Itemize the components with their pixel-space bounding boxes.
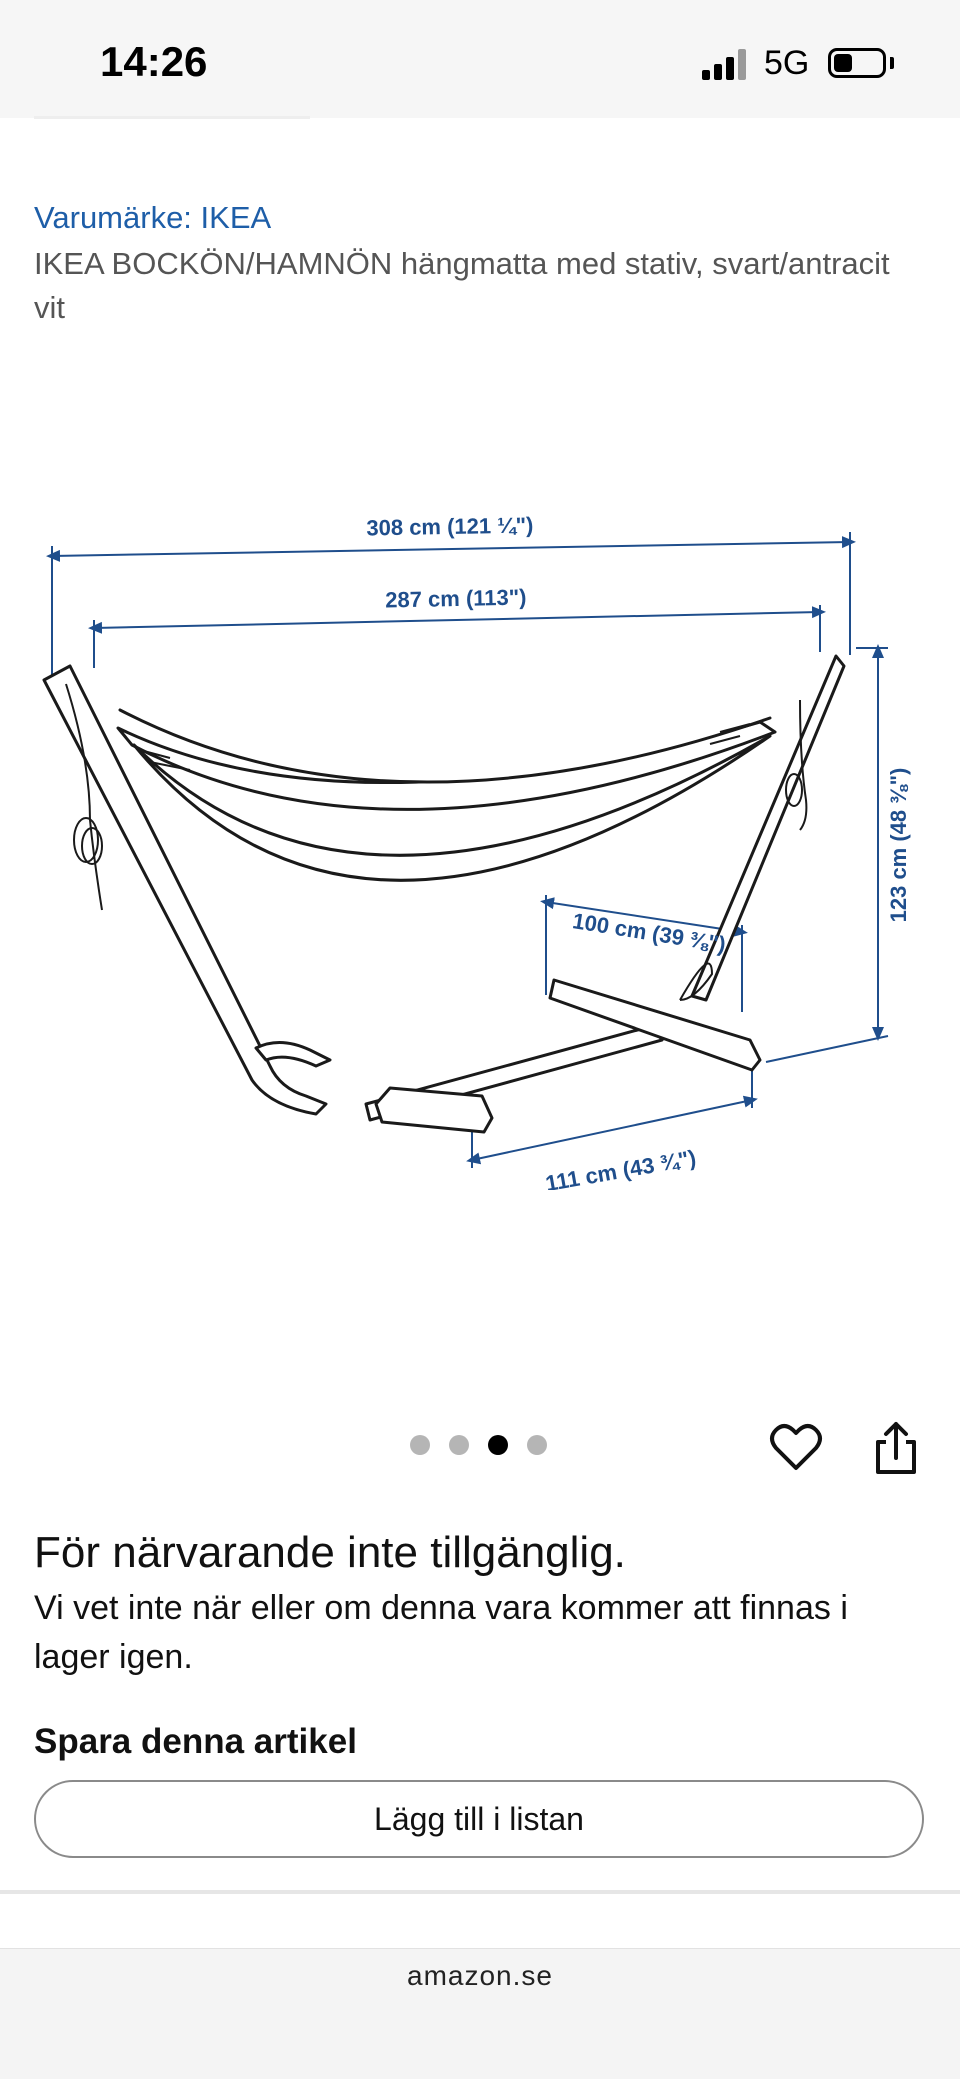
status-time: 14:26 [100,38,208,85]
share-button[interactable] [866,1418,926,1478]
carousel-dot-2[interactable] [449,1435,469,1455]
section-divider [0,1890,960,1894]
carousel-dot-1[interactable] [410,1435,430,1455]
top-rule [34,116,310,119]
product-title: IKEA BOCKÖN/HAMNÖN hängmatta med stativ,… [34,246,890,325]
carousel-dot-4[interactable] [527,1435,547,1455]
availability-message: Vi vet inte när eller om denna vara komm… [34,1589,848,1676]
brand-link[interactable]: Varumärke: IKEA [34,200,272,235]
signal-icon [702,48,750,80]
battery-nub [890,57,894,69]
dim-total-length: 308 cm (121 ¼") [366,513,533,541]
save-heading: Spara denna artikel [34,1722,357,1761]
battery-icon [828,48,886,78]
status-bar [0,0,960,118]
dim-base-width-outer: 111 cm (43 ¾") [544,1145,698,1190]
dim-hammock-length: 287 cm (113") [385,585,527,613]
favorite-button[interactable] [766,1418,826,1478]
browser-bottom-bar [0,1948,960,2079]
address-bar-domain[interactable]: amazon.se [407,1960,553,1991]
carousel-dot-3[interactable] [488,1435,508,1455]
network-label: 5G [764,44,810,82]
share-icon [876,1422,916,1474]
heart-icon [770,1424,822,1470]
add-to-list-button[interactable]: Lägg till i listan [34,1780,924,1858]
dim-height: 123 cm (48 ⅜") [886,768,911,923]
product-image-dimension-diagram[interactable]: 308 cm (121 ¼") 287 cm (113") 123 cm (48… [30,500,930,1190]
availability-heading: För närvarande inte tillgänglig. [34,1528,626,1577]
dim-base-width-inner: 100 cm (39 ⅜") [571,908,728,957]
